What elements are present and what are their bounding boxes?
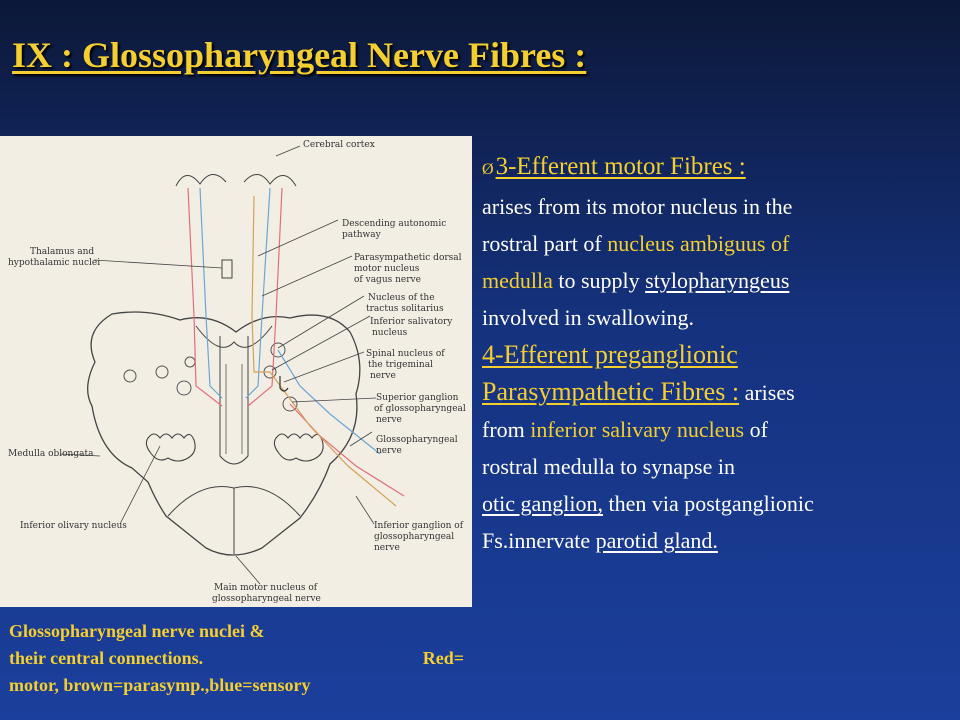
svg-text:hypothalamic nuclei: hypothalamic nuclei: [8, 258, 100, 268]
svg-text:of glossopharyngeal: of glossopharyngeal: [374, 404, 466, 414]
figure-caption: Glossopharyngeal nerve nuclei & their ce…: [9, 621, 464, 695]
label-parasympathetic-dorsal: Parasympathetic dorsal: [354, 253, 462, 263]
label-inferior-salivatory: Inferior salivatory: [370, 317, 453, 327]
label-cerebral-cortex: Cerebral cortex: [303, 140, 375, 150]
svg-text:motor nucleus: motor nucleus: [354, 264, 420, 274]
slide-title: IX : Glossopharyngeal Nerve Fibres :: [12, 35, 587, 75]
svg-text:nerve: nerve: [376, 446, 402, 456]
svg-text:the trigeminal: the trigeminal: [368, 360, 433, 370]
label-tractus-solitarius: Nucleus of the: [368, 293, 435, 303]
right-olive: [273, 433, 324, 462]
arrow-bullet-icon: Ø: [482, 161, 494, 178]
svg-text:glossopharyngeal nerve: glossopharyngeal nerve: [212, 594, 321, 604]
label-descending: Descending autonomic: [342, 219, 446, 229]
medulla-outline: [87, 311, 361, 556]
heading-parasympathetic: Parasympathetic Fibres :: [482, 377, 740, 406]
svg-text:nerve: nerve: [370, 371, 396, 381]
svg-text:nerve: nerve: [374, 543, 400, 553]
label-inferior-ganglion: Inferior ganglion of: [374, 521, 464, 531]
svg-text:of vagus nerve: of vagus nerve: [354, 275, 421, 285]
nerve-diagram: Cerebral cortex Descending autonomic pat…: [0, 136, 472, 607]
left-olive: [145, 433, 196, 462]
svg-text:nucleus: nucleus: [372, 328, 408, 338]
svg-text:glossopharyngeal: glossopharyngeal: [374, 532, 454, 542]
heading-preganglionic: 4-Efferent preganglionic: [482, 340, 738, 369]
label-medulla: Medulla oblongata: [8, 449, 94, 459]
label-superior-ganglion: Superior ganglion: [376, 393, 459, 403]
svg-text:pathway: pathway: [342, 230, 382, 240]
label-glossopharyngeal-nerve: Glossopharyngeal: [376, 435, 458, 445]
label-thalamus: Thalamus and: [30, 247, 94, 257]
svg-text:tractus solitarius: tractus solitarius: [366, 304, 444, 314]
label-inferior-olivary: Inferior olivary nucleus: [20, 521, 127, 531]
slide-body: Ø3-Efferent motor Fibres : arises from i…: [482, 148, 956, 559]
label-spinal-trigeminal: Spinal nucleus of: [366, 349, 445, 359]
label-main-motor: Main motor nucleus of: [214, 583, 318, 593]
heading-efferent-motor: Ø3-Efferent motor Fibres :: [482, 153, 746, 180]
svg-text:nerve: nerve: [376, 415, 402, 425]
